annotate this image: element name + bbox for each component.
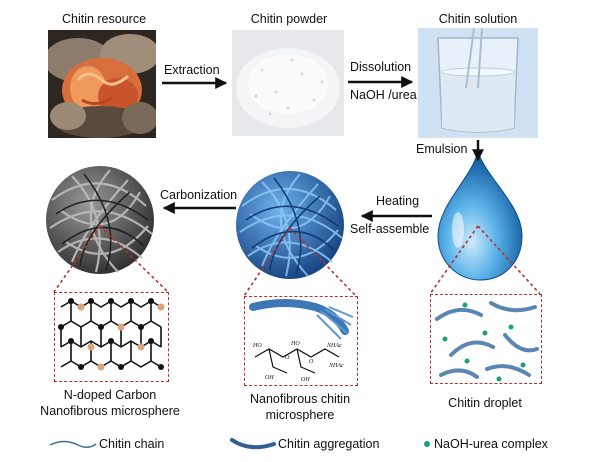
mol-label: HO: [252, 343, 262, 349]
label-carbon-line1: N-doped Carbon: [63, 388, 157, 402]
mol-label: OH: [301, 377, 310, 383]
legend-chitin-aggregation: Chitin aggregation: [278, 437, 380, 451]
label-extraction: Extraction: [164, 63, 220, 77]
carbon-lattice-zoom: [54, 292, 169, 382]
label-chitin-solution: Chitin solution: [438, 12, 518, 26]
chitin-molecule-zoom: HO O HO NHAc OH O NHAc OH: [244, 296, 358, 386]
label-self-assemble: Self-assemble: [350, 222, 430, 236]
chitin-resource-photo: [48, 30, 156, 138]
chitin-droplet-zoom: [430, 294, 542, 384]
label-emulsion: Emulsion: [416, 142, 468, 156]
mol-label: HO: [290, 341, 300, 347]
mol-label: OH: [265, 375, 274, 381]
label-naoh-urea: NaOH /urea: [350, 88, 417, 102]
label-nanofibrous-line2: microsphere: [265, 408, 335, 422]
label-dissolution: Dissolution: [350, 60, 412, 74]
label-carbonization: Carbonization: [160, 188, 238, 202]
legend-chitin-chain: Chitin chain: [99, 437, 165, 451]
chitin-aggregation-symbol: [230, 438, 276, 450]
label-carbon-line2: Nanofibrous microsphere: [40, 404, 180, 418]
chitin-solution-photo: [418, 28, 538, 138]
chitin-powder-photo: [232, 30, 344, 136]
label-nanofibrous-line1: Nanofibrous chitin: [249, 392, 351, 406]
mol-label: NHAc: [328, 363, 344, 369]
naoh-urea-complex-symbol: [424, 441, 430, 447]
mol-label: O: [285, 355, 290, 361]
label-chitin-resource: Chitin resource: [61, 12, 147, 26]
legend-naoh-urea-complex: NaOH-urea complex: [434, 437, 548, 451]
label-heating: Heating: [376, 194, 420, 208]
label-chitin-powder: Chitin powder: [250, 12, 328, 26]
chitin-chain-symbol: [49, 440, 97, 448]
mol-label: O: [309, 359, 314, 365]
label-chitin-droplet: Chitin droplet: [448, 396, 522, 410]
mol-label: NHAc: [326, 343, 342, 349]
